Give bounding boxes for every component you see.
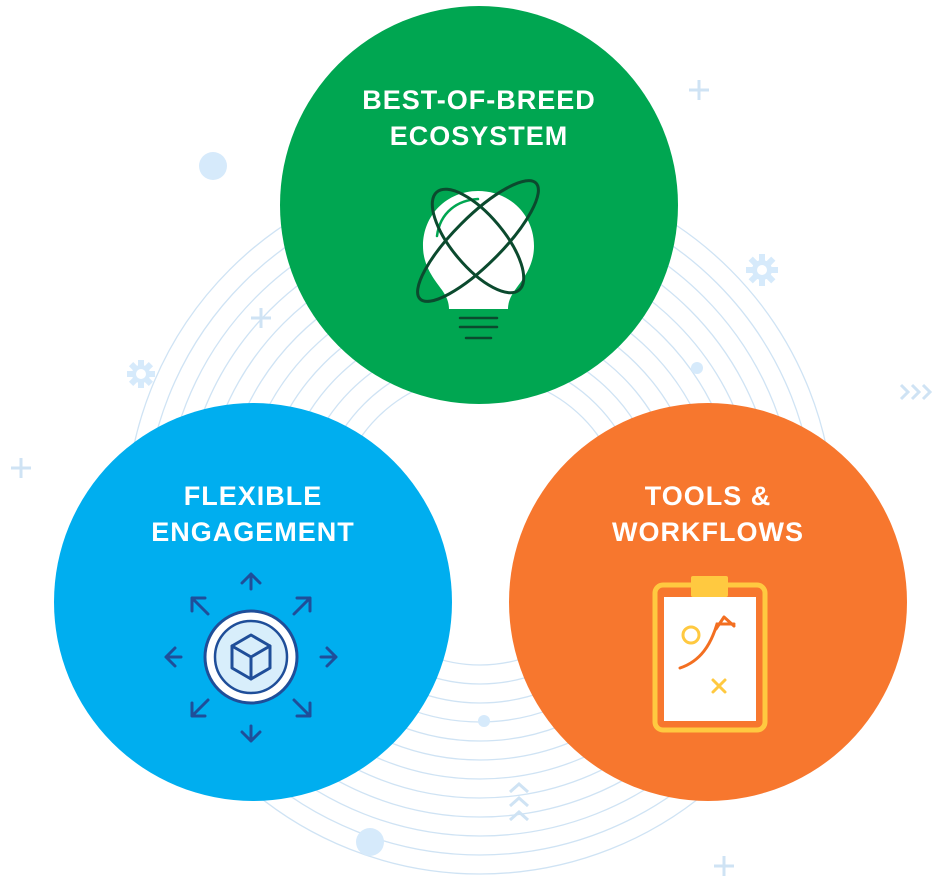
ecosystem-title-line-1: BEST-OF-BREED — [362, 85, 596, 115]
tools-title-line-2: WORKFLOWS — [612, 517, 804, 547]
engagement-title: FLEXIBLE ENGAGEMENT — [103, 478, 403, 550]
tools-title-line-1: TOOLS & — [644, 481, 772, 511]
gear-icon — [127, 360, 155, 388]
cube-expand-arrows-icon — [164, 572, 338, 743]
tools-title: TOOLS & WORKFLOWS — [558, 478, 858, 550]
engagement-circle-bg — [54, 403, 452, 801]
dot-icon — [199, 152, 227, 180]
chevrons-up-icon — [509, 781, 529, 822]
circle-tools-and-workflows[interactable] — [509, 403, 907, 801]
circle-flexible-engagement[interactable] — [54, 403, 452, 801]
dot-icon — [356, 828, 384, 856]
lightbulb-atom-icon — [416, 179, 540, 340]
clipboard-playbook-icon — [652, 576, 768, 733]
ecosystem-title-line-2: ECOSYSTEM — [389, 121, 569, 151]
background-decorations — [11, 80, 933, 876]
chevrons-right-icon — [899, 383, 933, 401]
plus-icon — [689, 80, 709, 100]
engagement-title-line-2: ENGAGEMENT — [151, 517, 355, 547]
engagement-title-line-1: FLEXIBLE — [183, 481, 323, 511]
ecosystem-title: BEST-OF-BREED ECOSYSTEM — [329, 82, 629, 154]
plus-icon — [11, 458, 31, 478]
plus-icon — [714, 856, 734, 876]
dot-icon — [478, 715, 490, 727]
plus-icon — [251, 308, 271, 328]
gear-icon — [746, 254, 778, 286]
dot-icon — [691, 362, 703, 374]
circle-best-of-breed-ecosystem[interactable] — [280, 6, 678, 404]
